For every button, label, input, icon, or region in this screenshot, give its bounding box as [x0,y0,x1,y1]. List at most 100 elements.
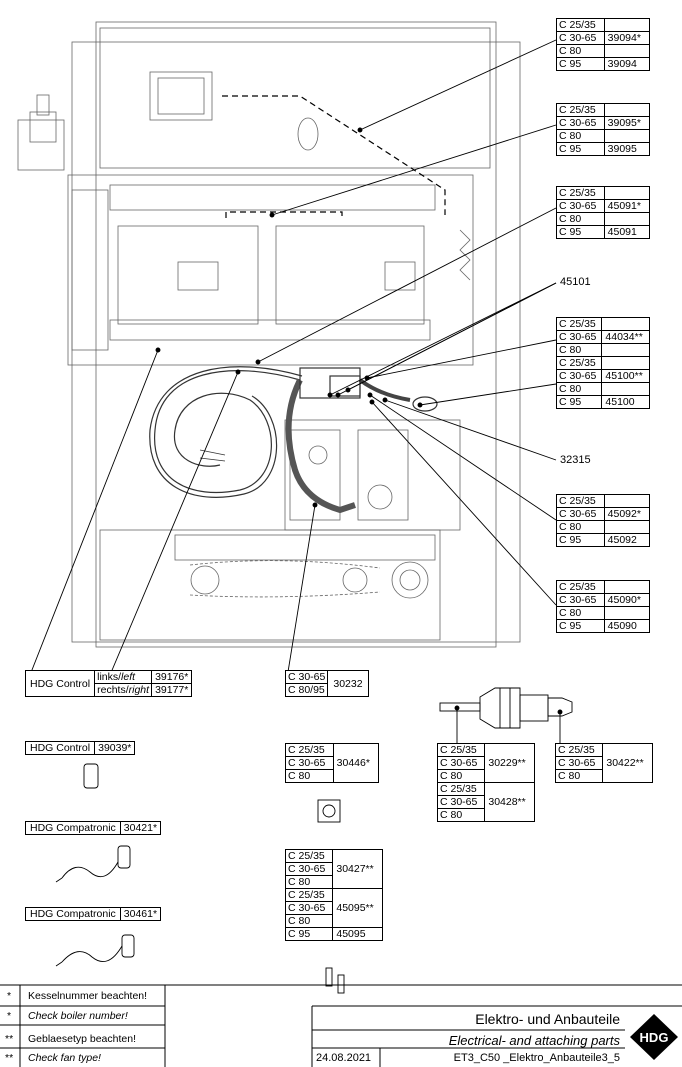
model-cell: C 25/35 [285,743,334,757]
code-cell: 45092* [603,507,651,521]
drawing-date: 24.08.2021 [316,1052,372,1064]
model-cell: C 30-65 [555,369,603,383]
product-name: HDG Control [24,670,96,697]
model-cell: C 25/35 [556,103,605,117]
code-cell [603,606,651,620]
frame [0,984,682,1067]
code-cell: 30232 [327,670,369,697]
code-cell: 39095* [603,116,651,130]
model-cell: C 95 [556,619,605,633]
model-cell: C 25/35 [556,494,605,508]
code-cell: 45091* [603,199,651,213]
model-cell: C 80 [436,808,486,822]
model-cell: C 80/95 [284,683,329,697]
code-cell: 30428** [484,782,535,822]
code-cell: 30421* [119,821,162,835]
model-cell: C 30-65 [556,31,605,45]
code-cell [603,129,651,143]
side-right: rechts/right [94,683,153,697]
code-cell: 45090* [603,593,651,607]
model-cell: C 80 [284,875,334,889]
model-cell: C 80 [284,914,334,928]
code-cell: 39176* [151,670,193,684]
footnote-fan-de: Geblaesetyp beachten! [28,1033,136,1045]
side-left: links/left [94,670,153,684]
side-right-de: rechts/ [97,684,129,696]
footnote-fan-en: Check fan type! [28,1052,101,1064]
code-cell: 30422** [602,743,653,783]
model-cell: C 30-65 [284,862,334,876]
code-cell: 45100** [601,369,650,383]
model-cell: C 30-65 [284,670,329,684]
model-cell: C 25/35 [554,743,604,757]
code-cell: 45100 [601,395,650,409]
code-cell [603,186,651,200]
label-45101: 45101 [560,276,591,288]
code-cell [603,494,651,508]
model-cell: C 95 [556,533,605,547]
footnote-star-2: * [7,1010,12,1022]
model-cell: C 30-65 [555,330,603,344]
code-cell [603,520,651,534]
model-cell: C 30-65 [554,756,604,770]
label-32315: 32315 [560,454,591,466]
side-left-de: links/ [97,671,122,683]
code-cell: 45090 [603,619,651,633]
model-cell: C 80 [556,44,605,58]
model-cell: C 80 [555,343,603,357]
product-name: HDG Control [24,741,96,755]
model-cell: C 30-65 [556,507,605,521]
model-cell: C 95 [556,57,605,71]
code-cell: 45091 [603,225,651,239]
model-cell: C 80 [556,520,605,534]
code-cell: 39177* [151,683,193,697]
code-cell [601,356,650,370]
code-cell [603,18,651,32]
footnote-boiler-de: Kesselnummer beachten! [28,990,148,1002]
code-cell [603,103,651,117]
code-cell [601,317,650,331]
cable-harness [149,366,438,514]
model-cell: C 30-65 [284,901,334,915]
code-cell: 39094 [603,57,651,71]
side-right-en: right [128,684,150,696]
model-cell: C 95 [555,395,603,409]
code-cell: 45095** [332,888,383,928]
model-cell: C 25/35 [555,356,603,370]
model-cell: C 95 [556,225,605,239]
code-cell [603,580,651,594]
product-name: HDG Compatronic [25,907,121,921]
footnote-dstar-2: ** [5,1052,14,1064]
footnote-boiler-en: Check boiler number! [28,1010,128,1022]
small-parts [55,763,345,994]
boiler-housing [17,21,521,648]
model-cell: C 25/35 [556,186,605,200]
model-cell: C 30-65 [436,795,486,809]
code-cell: 45092 [603,533,651,547]
model-cell: C 80 [436,769,486,783]
model-cell: C 80 [555,382,603,396]
model-cell: C 80 [554,769,604,783]
model-cell: C 30-65 [556,199,605,213]
model-cell: C 95 [556,142,605,156]
title-de: Elektro- und Anbauteile [475,1011,620,1027]
footnote-star-1: * [7,990,12,1002]
model-cell: C 30-65 [285,756,334,770]
code-cell [601,343,650,357]
leader-lines [29,39,563,745]
drawing-number: ET3_C50 _Elektro_Anbauteile3_5 [453,1052,620,1064]
model-cell: C 80 [556,129,605,143]
title-en: Electrical- and attaching parts [448,1033,620,1048]
code-cell: 44034** [601,330,650,344]
